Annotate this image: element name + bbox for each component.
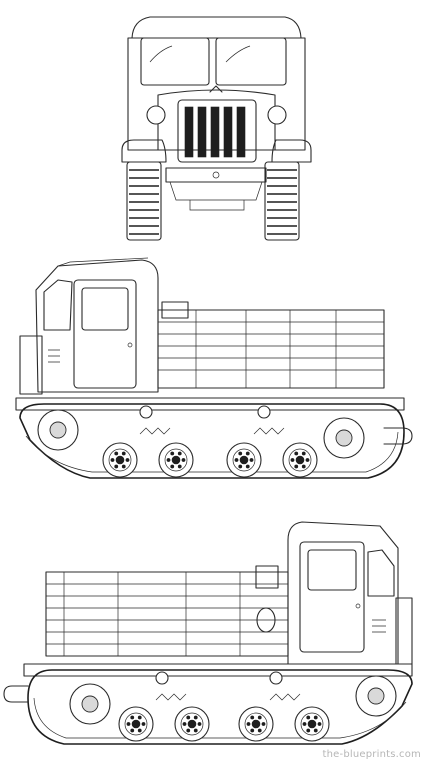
side-b-vents [372, 619, 386, 633]
side-a-side-window [43, 279, 73, 331]
side-b-road-wheel-2 [174, 706, 210, 742]
side-b-spring-1 [155, 693, 187, 701]
side-a-road-wheel-4 [282, 442, 318, 478]
side-a-bed-planks [158, 321, 384, 371]
wiper-left [149, 45, 173, 63]
side-view-left [15, 257, 413, 479]
side-a-road-wheel-2 [158, 442, 194, 478]
front-track-left [126, 161, 162, 241]
side-b-road-wheel-1 [118, 706, 154, 742]
side-b-road-wheel-3 [238, 706, 274, 742]
front-windshield-right [215, 37, 287, 86]
side-a-spring-1 [139, 427, 171, 435]
side-a-road-wheel-3 [226, 442, 262, 478]
side-a-road-wheel-1 [102, 442, 138, 478]
side-a-cargo-bed [157, 309, 385, 389]
side-a-return-roller-1 [139, 405, 153, 419]
side-b-chassis [23, 663, 413, 677]
side-b-cab [287, 521, 399, 665]
side-b-bed-planks [46, 583, 288, 645]
side-b-spring-2 [269, 693, 301, 701]
headlight-right [267, 105, 287, 125]
side-b-door-window [307, 549, 357, 591]
headlight-left [146, 105, 166, 125]
side-a-spring-2 [253, 427, 285, 435]
side-b-road-wheel-4 [294, 706, 330, 742]
side-a-door-handle [127, 342, 133, 348]
front-windshield-left [140, 37, 210, 86]
wiper-right [225, 45, 251, 63]
front-fender-right [271, 139, 312, 163]
side-a-hood [19, 335, 43, 395]
side-b-return-roller-1 [155, 671, 169, 685]
side-a-cab-roofline [57, 257, 149, 267]
side-a-road-wheels [102, 442, 318, 478]
side-a-door [73, 279, 137, 389]
side-a-bed-stakes [195, 310, 337, 388]
side-b-bed-stakes [63, 572, 241, 656]
side-a-exhaust-box [161, 301, 189, 319]
side-a-rear-hitch [383, 427, 413, 445]
side-a-door-window [81, 287, 129, 331]
side-a-return-roller-2 [257, 405, 271, 419]
side-a-chassis [15, 397, 405, 411]
side-b-track-inner [33, 697, 407, 739]
side-a-vents [48, 349, 60, 363]
front-cab-roof [131, 16, 302, 39]
side-a-track [19, 403, 405, 479]
front-axle [189, 200, 245, 211]
side-b-spare-wheel [256, 607, 276, 633]
front-fender-left [121, 139, 167, 163]
side-b-front-hitch [3, 685, 29, 703]
tow-hook [212, 171, 220, 179]
side-b-return-roller-2 [269, 671, 283, 685]
radiator-grille [177, 99, 257, 163]
front-view [121, 16, 312, 241]
side-a-track-inner [25, 431, 399, 473]
front-bumper [165, 167, 267, 183]
side-b-cargo-bed [45, 571, 289, 657]
side-b-road-wheels [118, 706, 330, 742]
side-view-right [3, 521, 413, 745]
hood-emblem [209, 85, 223, 93]
side-b-spare-can [255, 565, 279, 589]
side-b-door-handle [355, 603, 361, 609]
watermark-text: the-blueprints.com [322, 749, 421, 760]
front-underside [169, 181, 263, 201]
side-b-side-window [367, 549, 395, 597]
front-track-right [264, 161, 300, 241]
side-b-door [299, 541, 365, 653]
grille-slats [184, 106, 246, 158]
